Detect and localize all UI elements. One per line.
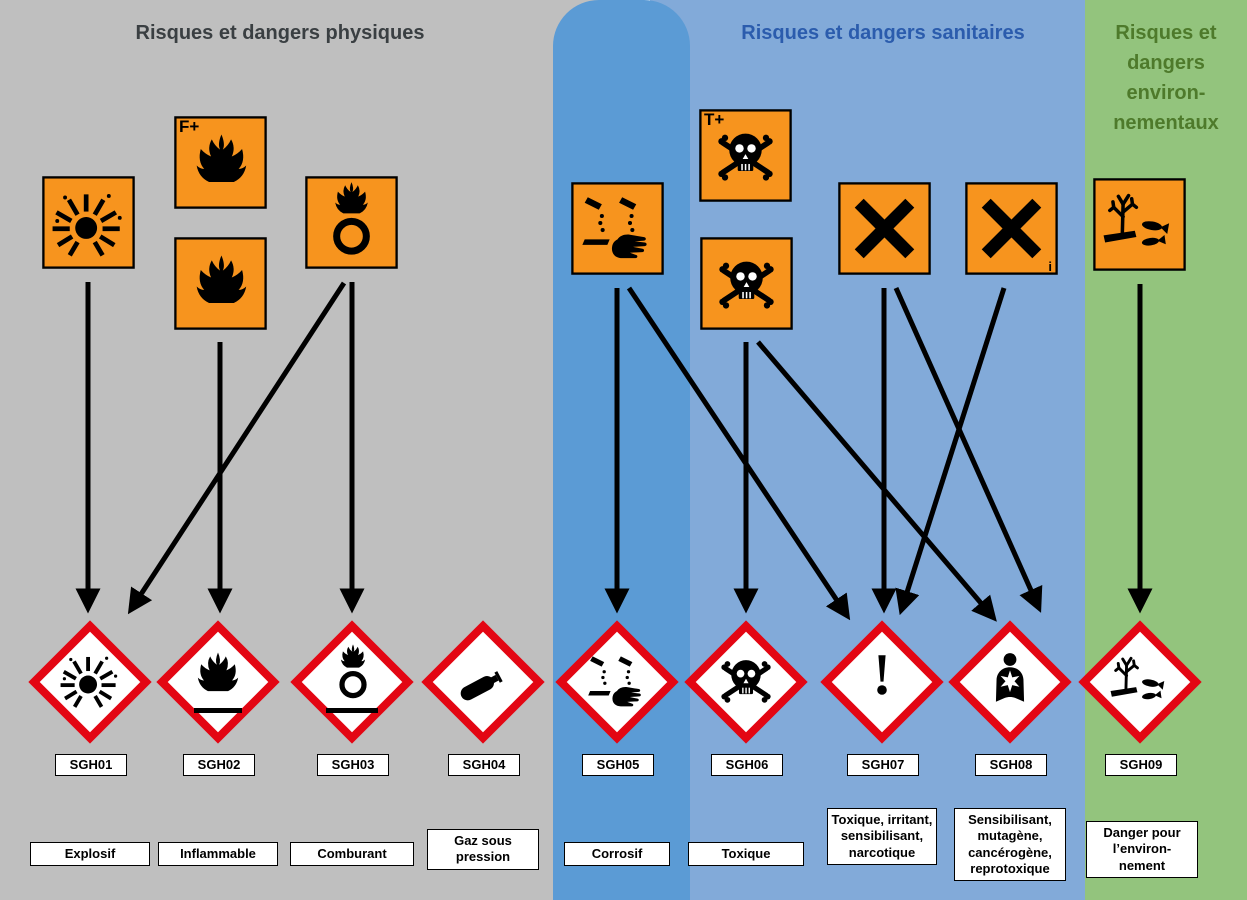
flame-icon <box>174 237 267 330</box>
old-pictogram-environnement <box>1093 178 1186 271</box>
old-pictogram-explosif <box>42 176 135 269</box>
ghs-pictogram-sgh05 <box>555 620 679 744</box>
flame-icon <box>174 116 267 209</box>
old-pictogram-extremement-inflammable: F+ <box>174 116 267 209</box>
explosion-icon <box>28 620 152 744</box>
hazard-desc-explosif: Explosif <box>30 842 150 867</box>
exclamation-mark-icon <box>820 620 944 744</box>
hazard-desc-gaz: Gaz sous pression <box>427 829 539 870</box>
skull-crossbones-icon <box>700 237 793 330</box>
sgh-code-label: SGH04 <box>448 754 520 776</box>
saint-andrew-cross-icon <box>838 182 931 275</box>
dead-tree-fish-icon <box>1093 178 1186 271</box>
hazard-desc-environnement: Danger pour l’environ-nement <box>1086 821 1198 878</box>
old-pictogram-irritant: i <box>965 182 1058 275</box>
corrosion-icon <box>555 620 679 744</box>
sgh-code-label: SGH02 <box>183 754 255 776</box>
explosion-icon <box>42 176 135 269</box>
ghs-pictogram-sgh06 <box>684 620 808 744</box>
old-pictogram-toxique <box>700 237 793 330</box>
hazard-desc-sgh08: Sensibilisant, mutagène, cancérogène, re… <box>954 808 1066 881</box>
dead-tree-fish-icon <box>1078 620 1202 744</box>
ghs-pictogram-sgh03 <box>290 620 414 744</box>
sgh-code-label: SGH08 <box>975 754 1047 776</box>
health-hazard-icon <box>948 620 1072 744</box>
ghs-pictogram-sgh08 <box>948 620 1072 744</box>
section-title-environment: Risques et dangers environ-nementaux <box>1113 22 1219 134</box>
sgh-code-label: SGH07 <box>847 754 919 776</box>
flame-over-circle-icon <box>290 620 414 744</box>
old-pictogram-inflammable <box>174 237 267 330</box>
ghs-pictogram-sgh09 <box>1078 620 1202 744</box>
saint-andrew-cross-icon <box>965 182 1058 275</box>
sgh-code-label: SGH01 <box>55 754 127 776</box>
ghs-pictogram-sgh02 <box>156 620 280 744</box>
old-pictogram-tres-toxique: T+ <box>699 109 792 202</box>
pictogram-letter: i <box>1048 259 1052 274</box>
sgh-code-label: SGH05 <box>582 754 654 776</box>
flame-icon <box>156 620 280 744</box>
ghs-pictogram-sgh04 <box>421 620 545 744</box>
hazard-desc-toxique: Toxique <box>688 842 804 867</box>
old-pictogram-nocif <box>838 182 931 275</box>
sgh-code-label: SGH03 <box>317 754 389 776</box>
flame-over-circle-icon <box>305 176 398 269</box>
skull-crossbones-icon <box>684 620 808 744</box>
hazard-desc-comburant: Comburant <box>290 842 414 867</box>
hazard-desc-sgh07: Toxique, irritant, sensibilisant, narcot… <box>827 808 937 865</box>
skull-crossbones-icon <box>699 109 792 202</box>
sgh-code-label: SGH06 <box>711 754 783 776</box>
section-title-physical: Risques et dangers physiques <box>135 22 425 44</box>
gas-cylinder-icon <box>421 620 545 744</box>
pictogram-letter: F+ <box>179 117 200 136</box>
section-title-health: Risques et dangers sanitaires <box>741 22 1025 44</box>
sgh-code-label: SGH09 <box>1105 754 1177 776</box>
environment-section-bg <box>1085 0 1247 900</box>
corrosion-icon <box>571 182 664 275</box>
old-pictogram-comburant <box>305 176 398 269</box>
hazard-desc-corrosif: Corrosif <box>564 842 670 867</box>
ghs-pictogram-sgh01 <box>28 620 152 744</box>
pictogram-letter: T+ <box>704 110 725 129</box>
hazard-desc-inflammable: Inflammable <box>158 842 278 867</box>
ghs-pictogram-sgh07 <box>820 620 944 744</box>
old-pictogram-corrosif <box>571 182 664 275</box>
